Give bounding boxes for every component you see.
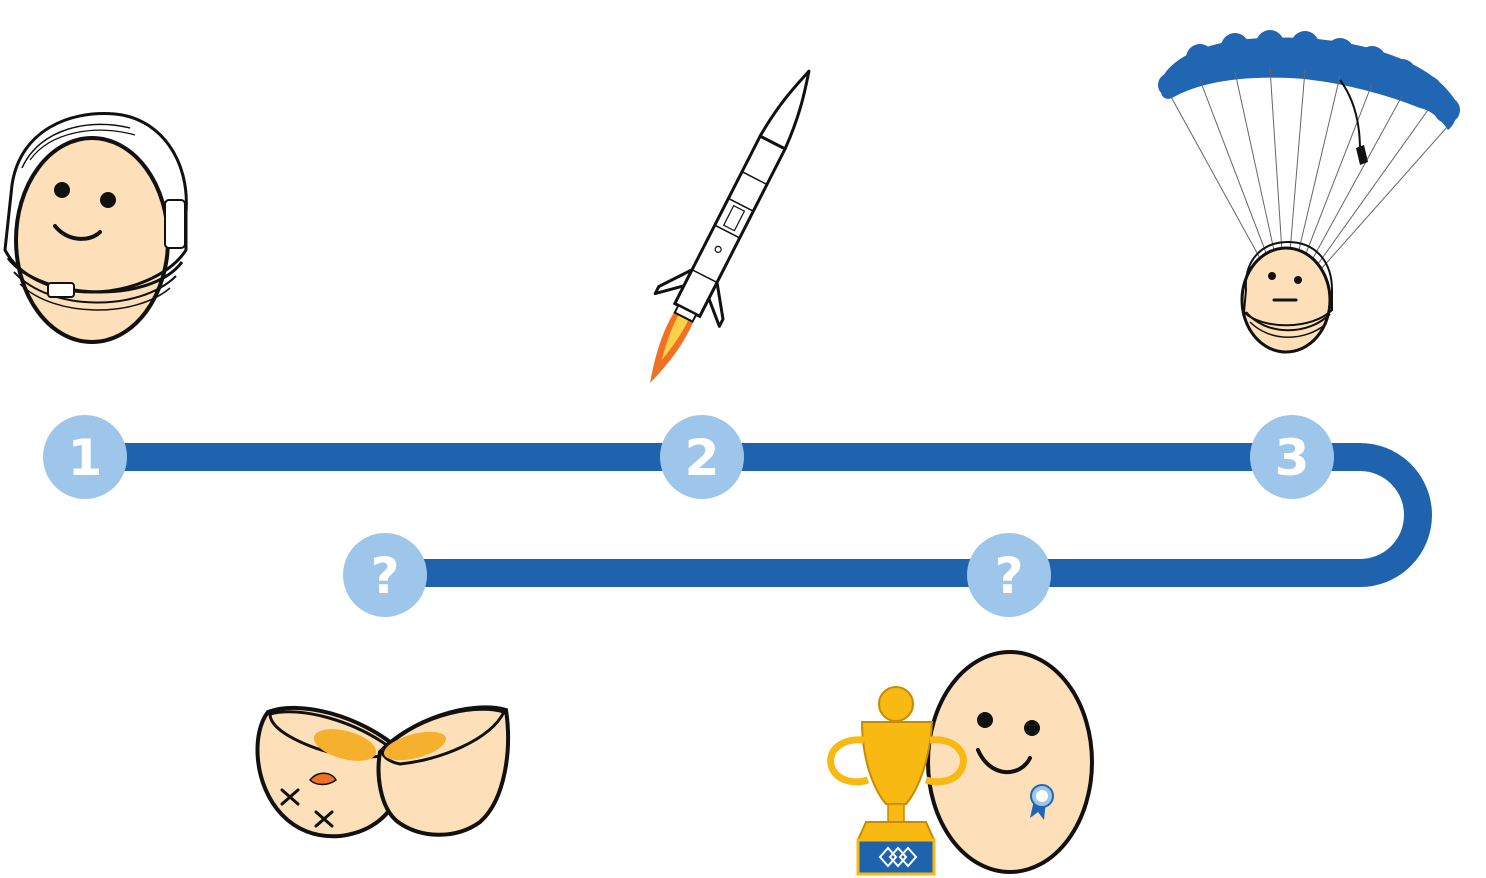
timeline-node-unknown-success: ? bbox=[967, 533, 1051, 617]
node-label-3: 3 bbox=[1275, 429, 1310, 487]
timeline-track bbox=[71, 443, 1432, 587]
node-label-4: ? bbox=[994, 547, 1023, 605]
timeline-node-2: 2 bbox=[660, 415, 744, 499]
broken-egg-icon bbox=[255, 705, 510, 839]
node-label-1: 1 bbox=[68, 429, 103, 487]
node-label-5: ? bbox=[370, 547, 399, 605]
trophy-egg-icon bbox=[827, 650, 1094, 876]
rocket-icon bbox=[650, 69, 811, 384]
timeline-node-3: 3 bbox=[1250, 415, 1334, 499]
parachute-egg-icon bbox=[1158, 30, 1460, 354]
node-label-2: 2 bbox=[685, 429, 720, 487]
timeline-node-unknown-fail: ? bbox=[343, 533, 427, 617]
astronaut-egg-icon bbox=[3, 112, 188, 344]
timeline-node-1: 1 bbox=[43, 415, 127, 499]
